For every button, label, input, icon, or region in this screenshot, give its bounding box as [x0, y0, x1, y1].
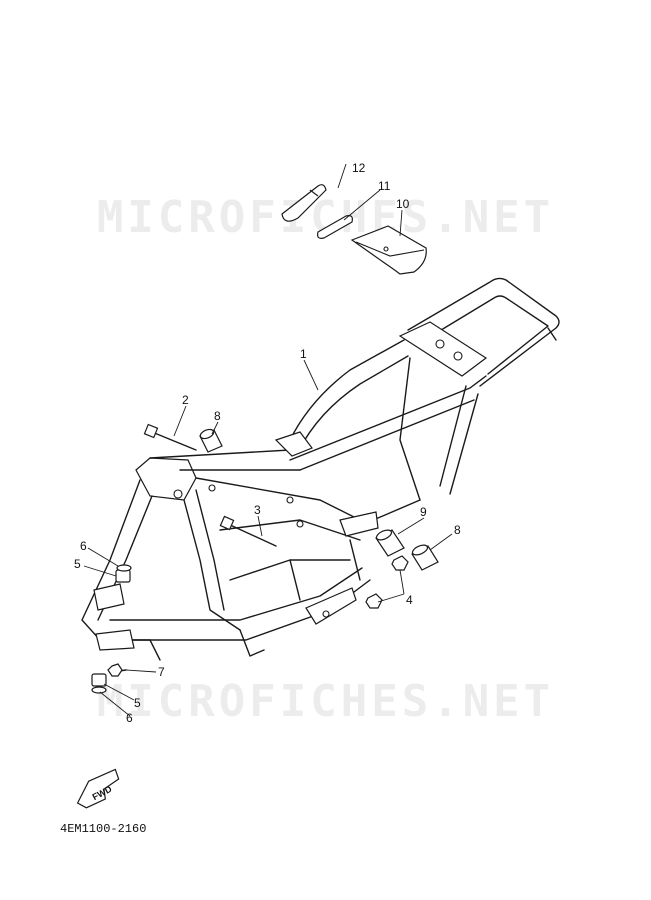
part-4-nut-a — [391, 555, 409, 571]
label-part-6-lower: 6 — [126, 711, 133, 725]
fwd-arrow-icon: FWD — [76, 768, 120, 809]
part-2-bolt — [143, 423, 197, 451]
part-6-collar-lower — [91, 686, 107, 694]
label-part-5-lower: 5 — [134, 696, 141, 710]
label-part-9: 9 — [420, 505, 427, 519]
part-3-bolt — [219, 515, 277, 547]
label-part-4: 4 — [406, 593, 413, 607]
label-part-8-upper: 8 — [214, 409, 221, 423]
label-part-7: 7 — [158, 665, 165, 679]
part-1-frame — [81, 277, 560, 661]
leader-lines — [83, 163, 453, 717]
watermark-bottom: MICROFICHES.NET — [96, 676, 555, 727]
part-7-bolt — [107, 663, 127, 677]
label-part-5-upper: 5 — [74, 557, 81, 571]
part-9-collar — [375, 529, 405, 557]
part-4-nut-b — [365, 593, 383, 609]
label-part-6-upper: 6 — [80, 539, 87, 553]
label-part-2: 2 — [182, 393, 189, 407]
label-part-11: 11 — [378, 179, 391, 193]
diagram-code: 4EM1100-2160 — [60, 822, 147, 836]
part-10-tool-bag — [350, 225, 427, 275]
part-8-collar-lower — [411, 544, 439, 571]
part-12-sticker — [281, 184, 327, 222]
part-6-collar-upper — [116, 564, 132, 572]
part-5-damper-upper — [115, 569, 131, 583]
label-part-10: 10 — [396, 197, 410, 211]
label-part-3: 3 — [254, 503, 261, 517]
label-part-1: 1 — [300, 347, 307, 361]
part-8-collar-upper — [199, 428, 223, 453]
label-part-8-lower: 8 — [454, 523, 461, 537]
part-5-damper-lower — [91, 673, 107, 687]
label-part-12: 12 — [352, 161, 366, 175]
part-11-strap — [317, 215, 353, 239]
